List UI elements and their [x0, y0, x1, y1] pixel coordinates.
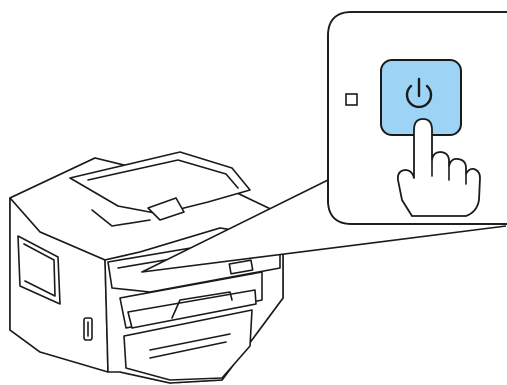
- hand-finger-lines: [431, 159, 467, 185]
- cassette-handle: [149, 333, 231, 359]
- callout: [141, 11, 507, 273]
- adf-paper-guide: [147, 197, 185, 221]
- power-light: [345, 93, 358, 106]
- output-tray-stop: [171, 291, 233, 319]
- side-recess-inner: [23, 243, 56, 297]
- adf-output-lip: [91, 209, 151, 227]
- paper-cassette: [123, 309, 253, 381]
- side-recess: [17, 235, 61, 305]
- output-tray: [127, 289, 257, 329]
- pointing-hand-icon: [396, 118, 481, 217]
- callout-border: [327, 11, 507, 225]
- power-icon: [405, 77, 433, 109]
- printer-illustration: [9, 151, 284, 384]
- adf-tray-inner: [87, 159, 239, 189]
- panel-screen: [228, 259, 254, 275]
